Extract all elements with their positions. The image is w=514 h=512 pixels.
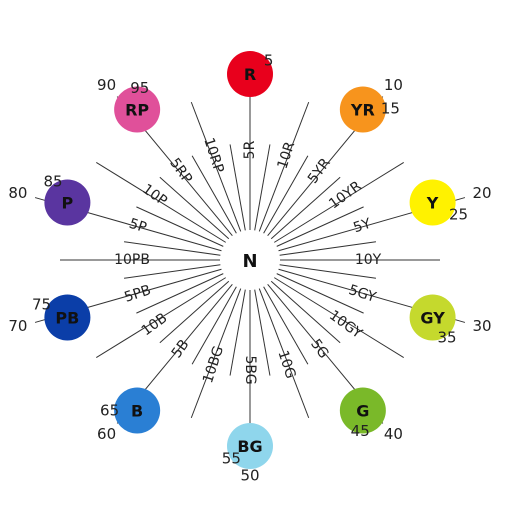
radial-line xyxy=(123,241,221,256)
disc-number: 45 xyxy=(351,422,370,440)
radial-line xyxy=(254,144,271,231)
disc-label: G xyxy=(356,401,369,420)
hue-disc xyxy=(339,86,386,133)
hue-disc xyxy=(227,423,273,469)
radial-line xyxy=(96,162,226,243)
hue-disc xyxy=(409,294,456,341)
hue-disc xyxy=(339,387,386,434)
hue-disc xyxy=(44,294,91,341)
hue-label: 5P xyxy=(127,216,148,237)
radial-line xyxy=(136,273,224,314)
disc-label: RP xyxy=(125,101,149,120)
disc-label: GY xyxy=(420,308,445,327)
radial-line xyxy=(159,280,230,344)
hue-label: 5R xyxy=(242,140,258,159)
tick-numbers: 10 20 30 40 50 60 70 80 90 xyxy=(8,76,491,485)
radial-line xyxy=(190,101,242,232)
hue-disc xyxy=(114,387,161,434)
hue-label: 5RP xyxy=(166,155,195,186)
hue-label: 5BG xyxy=(242,355,258,384)
center-label: N xyxy=(242,251,257,272)
disc-number: 85 xyxy=(43,172,62,190)
radial-line xyxy=(254,289,271,376)
radial-line xyxy=(270,280,341,344)
radial-line xyxy=(136,206,224,247)
disc-label: PB xyxy=(55,308,79,327)
disc-label: Y xyxy=(426,194,439,213)
tick-number: 30 xyxy=(473,317,492,335)
radial-line xyxy=(159,176,230,240)
hue-label: 10YR xyxy=(326,178,365,212)
disc-label: P xyxy=(62,194,74,213)
radial-line xyxy=(96,277,226,358)
disc-number: 55 xyxy=(222,450,241,468)
hue-label: 5GY xyxy=(347,282,379,306)
radial-line xyxy=(258,101,310,232)
hue-label: 5YR xyxy=(305,155,334,187)
radial-line xyxy=(229,289,246,376)
disc-label: YR xyxy=(350,101,375,120)
tick-number: 90 xyxy=(97,76,116,94)
hue-label: 5Y xyxy=(351,216,373,237)
radial-line xyxy=(270,176,341,240)
tick-number: 60 xyxy=(97,425,116,443)
disc-number: 75 xyxy=(32,295,51,313)
radial-line xyxy=(190,288,242,419)
radial-line xyxy=(191,286,237,365)
disc-label: BG xyxy=(237,437,262,456)
radial-line xyxy=(276,206,364,247)
radial-line xyxy=(229,144,246,231)
radial-line xyxy=(263,286,309,365)
hue-disc xyxy=(227,51,273,97)
disc-number: 95 xyxy=(130,79,149,97)
hue-label: 10G xyxy=(274,349,298,381)
tick-number: 70 xyxy=(8,317,27,335)
hue-label: 10GY xyxy=(326,307,365,342)
disc-number: 35 xyxy=(437,329,456,347)
hue-disc xyxy=(409,179,456,226)
disc-number: 25 xyxy=(449,206,468,224)
tick-number: 10 xyxy=(384,76,403,94)
tick-number: 80 xyxy=(8,184,27,202)
radial-line xyxy=(263,155,309,234)
tick-number: 50 xyxy=(240,467,259,485)
disc-label: R xyxy=(244,65,256,84)
radial-line xyxy=(279,241,377,256)
radial-line xyxy=(123,264,221,279)
disc-number: 65 xyxy=(100,401,119,419)
disc-number: 5 xyxy=(264,51,274,69)
hue-label: 10R xyxy=(275,140,299,171)
disc-number: 15 xyxy=(381,100,400,118)
hue-label: 10RP xyxy=(200,136,226,175)
hue-label: 10Y xyxy=(355,252,382,268)
hue-disc xyxy=(44,179,91,226)
hue-disc xyxy=(114,86,161,133)
radial-line xyxy=(274,162,404,243)
radial-line xyxy=(279,264,377,279)
radial-line xyxy=(258,288,310,419)
disc-label: B xyxy=(131,401,143,420)
hue-label: 10PB xyxy=(114,252,150,268)
tick-number: 20 xyxy=(473,184,492,202)
radial-line xyxy=(191,155,237,234)
center-circle xyxy=(223,233,277,287)
hue-label: 10BG xyxy=(200,344,227,385)
hue-label: 5PB xyxy=(122,282,153,306)
radial-line xyxy=(276,273,364,314)
tick-number: 40 xyxy=(384,425,403,443)
radial-line xyxy=(274,277,404,358)
